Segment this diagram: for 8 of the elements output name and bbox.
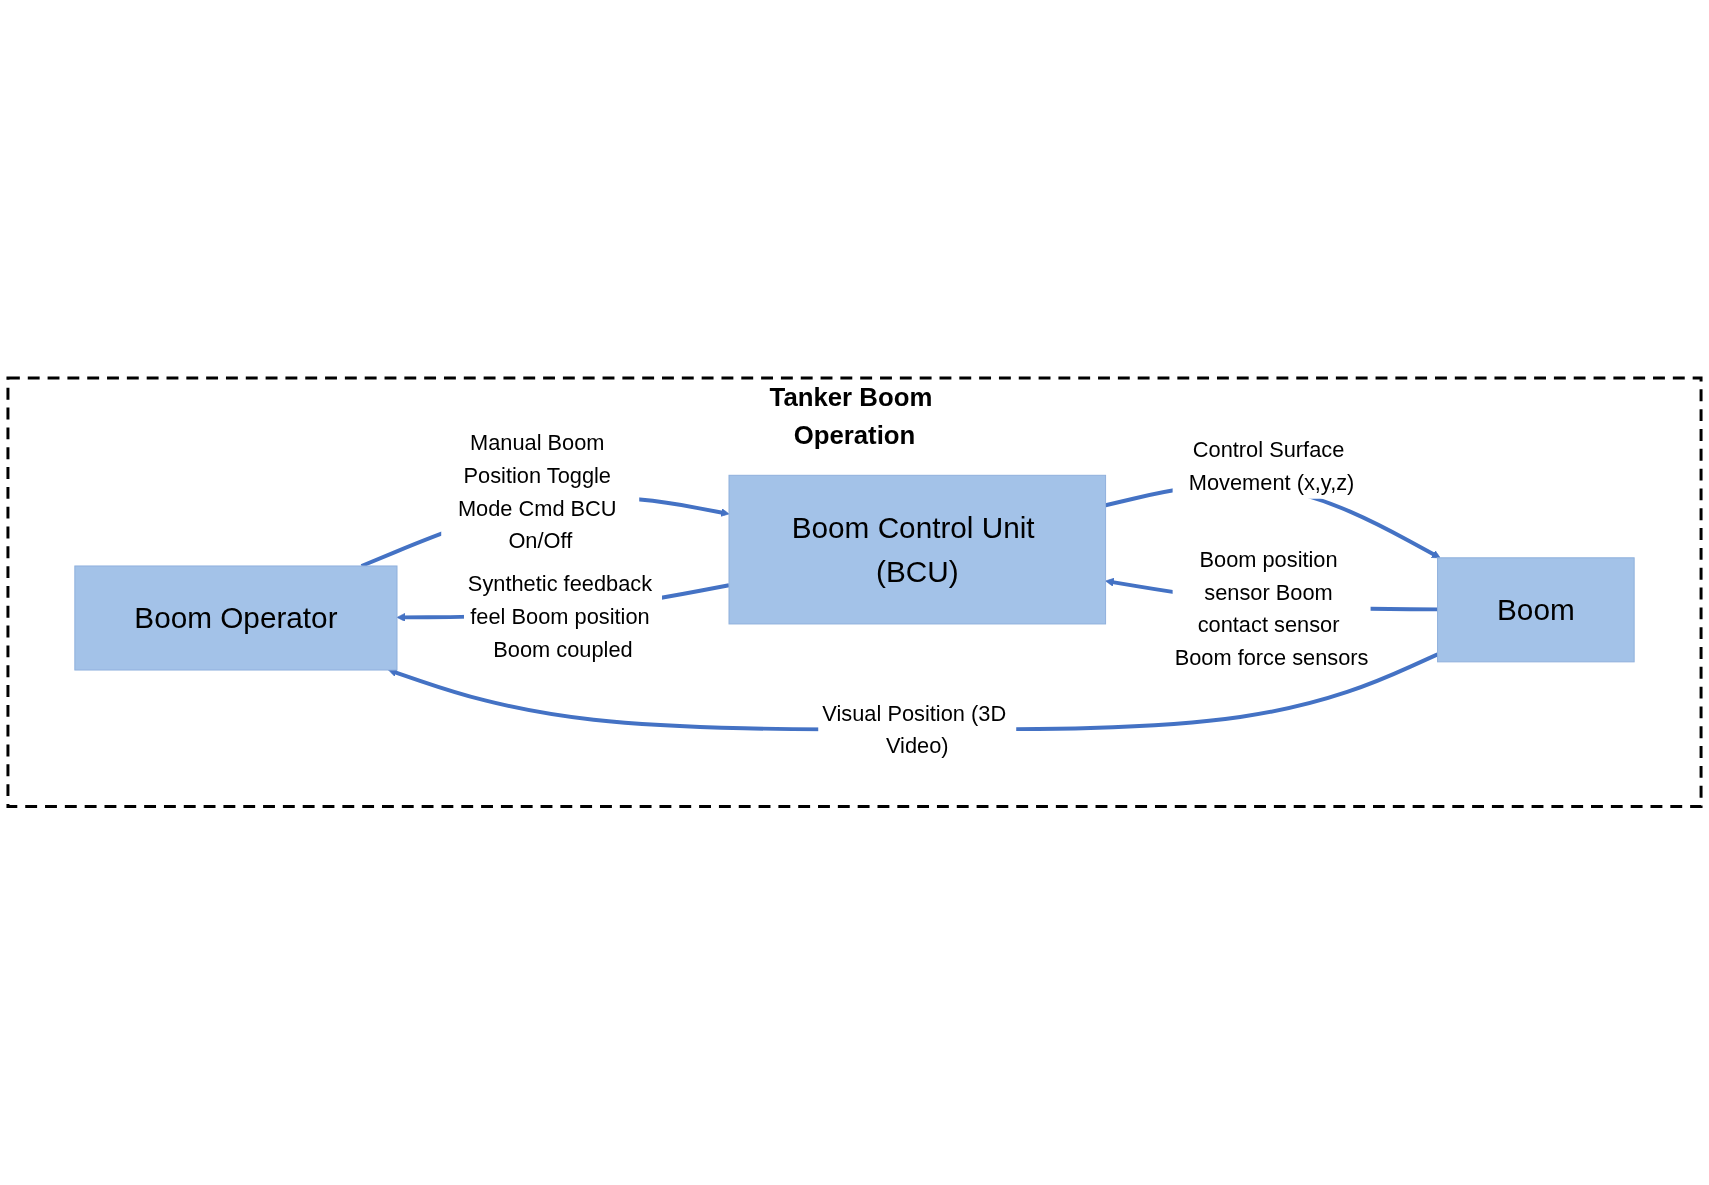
edge-label: Synthetic feedback feel Boom position Boom coupled [467,571,653,663]
node-box: Boom Operator [74,565,398,671]
node-box: Boom Control Unit (BCU) [728,475,1107,625]
edge-label: Control Surface Movement (x,y,z) [1188,437,1355,496]
edge-label: Boom position sensor Boom contact sensor Boom force sensors [1174,547,1369,671]
edge-label: Manual Boom Position Toggle Mode Cmd BCU On/Off [457,430,617,554]
edge-label: Visual Position (3D Video) [822,701,1007,759]
node-box: Boom [1437,557,1635,663]
